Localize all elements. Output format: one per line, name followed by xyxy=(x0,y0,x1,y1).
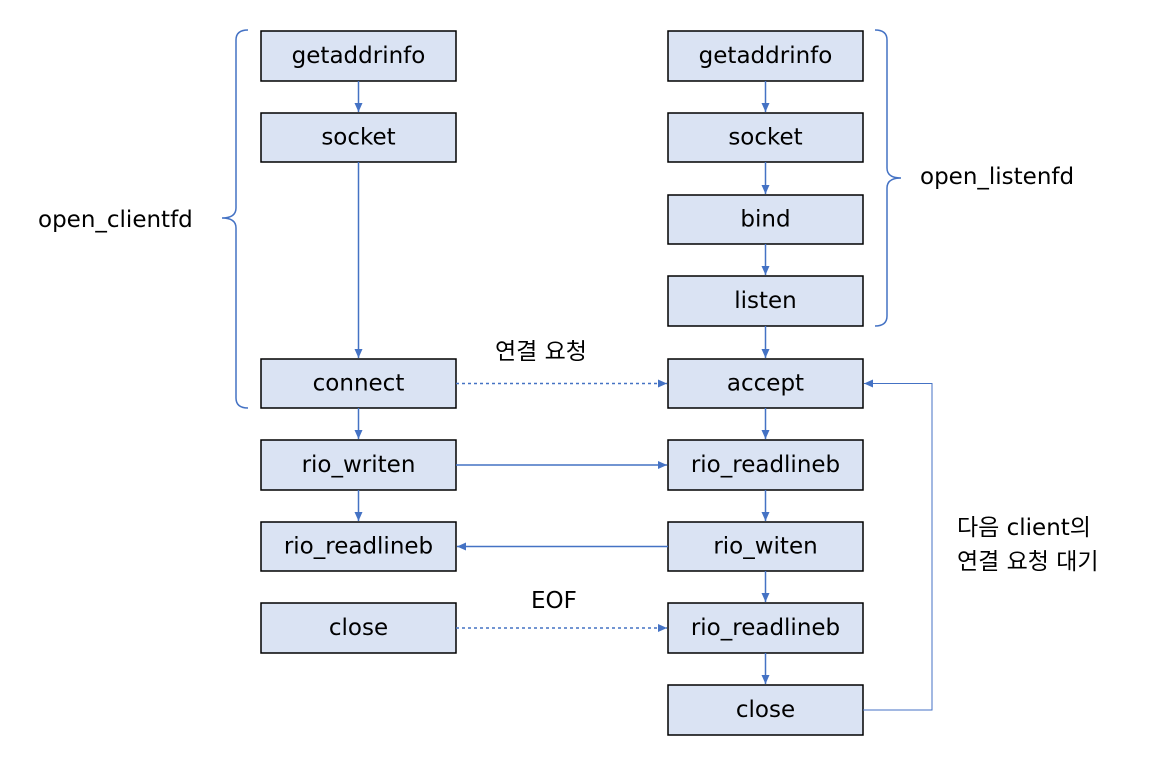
client-rio-readlineb-label: rio_readlineb xyxy=(284,534,433,560)
server-rio-witen-box: rio_witen xyxy=(667,521,864,572)
server-socket-box: socket xyxy=(667,112,864,163)
eof-label: EOF xyxy=(531,588,577,614)
next-client-label-line2: 연결 요청 대기 xyxy=(957,549,1099,575)
server-listen-box: listen xyxy=(667,275,864,327)
server-getaddrinfo-box: getaddrinfo xyxy=(667,30,864,82)
next-client-label-line1: 다음 client의 xyxy=(957,515,1091,541)
server-listen-label: listen xyxy=(734,288,797,314)
client-connect-box: connect xyxy=(260,358,457,409)
server-rio-readlineb-box: rio_readlineb xyxy=(667,439,864,491)
connection-request-label: 연결 요청 xyxy=(495,339,587,365)
open-listenfd-brace xyxy=(874,29,902,327)
server-getaddrinfo-label: getaddrinfo xyxy=(699,43,833,69)
client-close-label: close xyxy=(329,615,388,641)
server-rio-readlineb-label: rio_readlineb xyxy=(691,452,840,478)
client-close-box: close xyxy=(260,602,457,654)
server-bind-box: bind xyxy=(667,194,864,245)
client-getaddrinfo-box: getaddrinfo xyxy=(260,30,457,82)
server-socket-label: socket xyxy=(728,125,802,151)
open-clientfd-label: open_clientfd xyxy=(38,207,193,233)
arrow-loop-close-to-accept xyxy=(863,379,933,711)
client-connect-label: connect xyxy=(313,371,405,397)
client-socket-label: socket xyxy=(321,125,395,151)
server-rio-witen-label: rio_witen xyxy=(713,534,817,560)
client-rio-writen-box: rio_writen xyxy=(260,439,457,491)
client-getaddrinfo-label: getaddrinfo xyxy=(292,43,426,69)
open-listenfd-label: open_listenfd xyxy=(920,164,1074,190)
server-accept-box: accept xyxy=(667,358,864,409)
client-socket-box: socket xyxy=(260,112,457,163)
client-rio-writen-label: rio_writen xyxy=(302,452,416,478)
open-clientfd-brace xyxy=(221,29,249,409)
server-bind-label: bind xyxy=(740,207,790,233)
server-accept-label: accept xyxy=(727,371,804,397)
server-close-label: close xyxy=(736,697,795,723)
server-close-box: close xyxy=(667,684,864,736)
server-rio-readlineb-2-label: rio_readlineb xyxy=(691,615,840,641)
server-rio-readlineb-2-box: rio_readlineb xyxy=(667,602,864,654)
client-rio-readlineb-box: rio_readlineb xyxy=(260,521,457,572)
